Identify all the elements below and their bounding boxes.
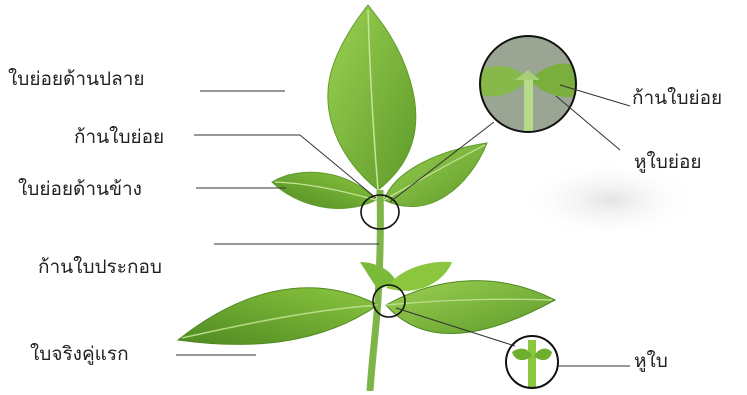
main-stem [370, 190, 380, 391]
first-leaf-left-shape [178, 288, 378, 345]
label-petiolule-left: ก้านใบย่อย [74, 128, 164, 147]
label-stipel: หูใบย่อย [634, 153, 702, 172]
label-stipule: หูใบ [634, 352, 668, 371]
leader-stipel [556, 96, 620, 150]
left-lateral-leaflet-shape [272, 172, 376, 208]
label-petiolule-right: ก้านใบย่อย [632, 89, 722, 108]
label-terminal-leaflet: ใบย่อยด้านปลาย [8, 70, 145, 89]
label-first-true-leaves: ใบจริงคู่แรก [30, 345, 129, 364]
label-lateral-leaflet: ใบย่อยด้านข้าง [18, 180, 142, 199]
label-petiole: ก้านใบประกอบ [38, 258, 162, 277]
